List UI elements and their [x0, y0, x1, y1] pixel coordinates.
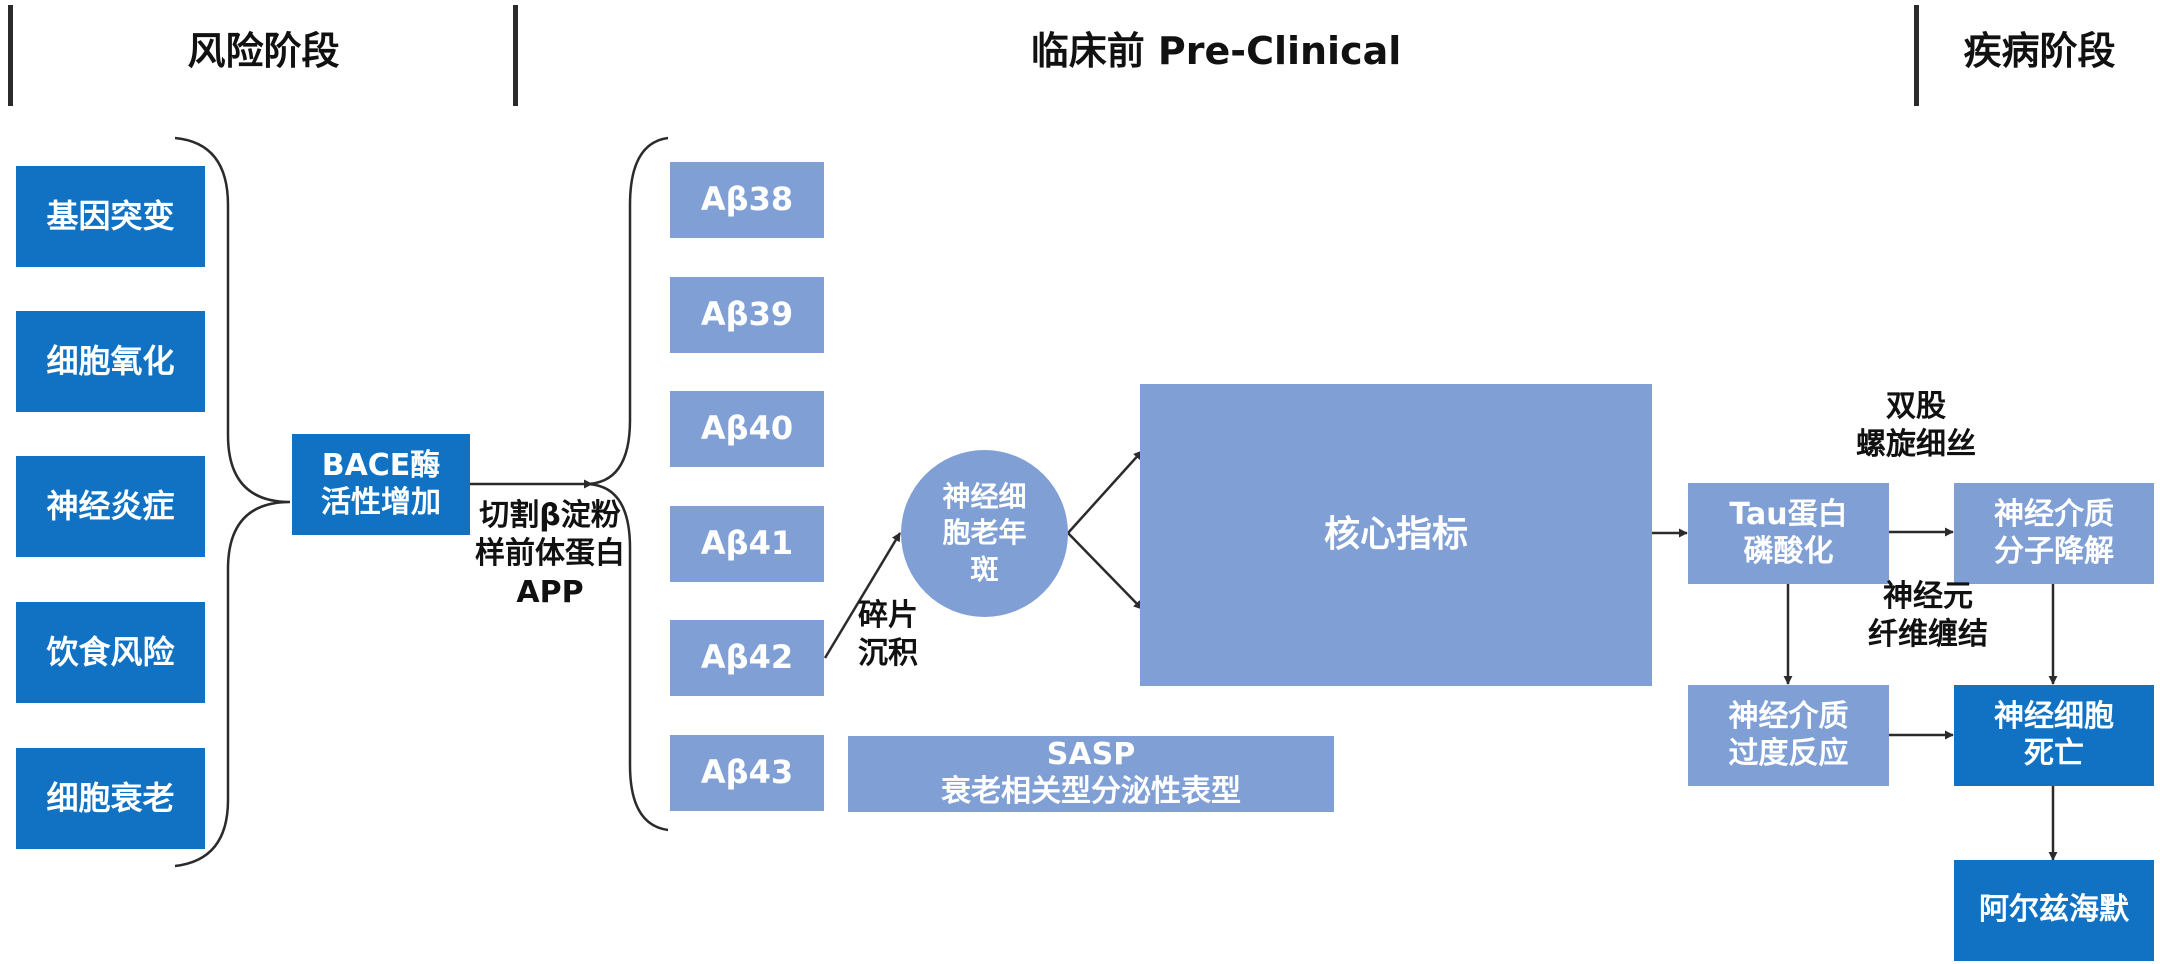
header-divider-left: [8, 5, 13, 106]
abeta-box: Aβ40: [670, 391, 824, 467]
risk-factor-box: 饮食风险: [16, 602, 205, 703]
arrow-abeta42-plaque: [823, 532, 902, 659]
senile-plaque-circle: 神经细 胞老年 斑: [901, 450, 1068, 617]
abeta-box: Aβ39: [670, 277, 824, 353]
brace-abeta: [584, 136, 669, 832]
abeta-box: Aβ42: [670, 620, 824, 696]
app-label: 切割β淀粉 样前体蛋白 APP: [475, 498, 625, 610]
risk-factor-box: 基因突变: [16, 166, 205, 267]
bace-box: BACE酶 活性增加: [292, 434, 470, 535]
arrow-plaque-core-up: [1067, 450, 1143, 534]
risk-factor-box: 神经炎症: [16, 456, 205, 557]
alzheimer-box: 阿尔兹海默: [1954, 860, 2154, 961]
neuron-death-box: 神经细胞 死亡: [1954, 685, 2154, 786]
core-indicator-box: 核心指标: [1140, 384, 1652, 686]
paired-helical-filament-label: 双股 螺旋细丝: [1856, 389, 1976, 463]
header-disease-stage: 疾病阶段: [1963, 29, 2116, 73]
brace-risk-factors: [174, 136, 291, 868]
abeta-box: Aβ41: [670, 506, 824, 582]
abeta-box: Aβ43: [670, 735, 824, 811]
header-divider-mid: [513, 5, 518, 106]
header-risk-stage: 风险阶段: [187, 29, 340, 73]
tau-phosphorylation-box: Tau蛋白 磷酸化: [1688, 483, 1889, 584]
header-preclinical: 临床前 Pre-Clinical: [1030, 29, 1402, 73]
neurofibrillary-tangle-label: 神经元 纤维缠结: [1868, 579, 1988, 653]
risk-factor-box: 细胞氧化: [16, 311, 205, 412]
risk-factor-box: 细胞衰老: [16, 748, 205, 849]
fragment-deposit-label: 碎片 沉积: [858, 598, 918, 672]
arrow-plaque-core-down: [1067, 532, 1143, 610]
neurotransmitter-overreaction-box: 神经介质 过度反应: [1688, 685, 1889, 786]
sasp-box: SASP 衰老相关型分泌性表型: [848, 736, 1334, 812]
neurotransmitter-degrade-box: 神经介质 分子降解: [1954, 483, 2154, 584]
abeta-box: Aβ38: [670, 162, 824, 238]
header-divider-right: [1914, 5, 1919, 106]
